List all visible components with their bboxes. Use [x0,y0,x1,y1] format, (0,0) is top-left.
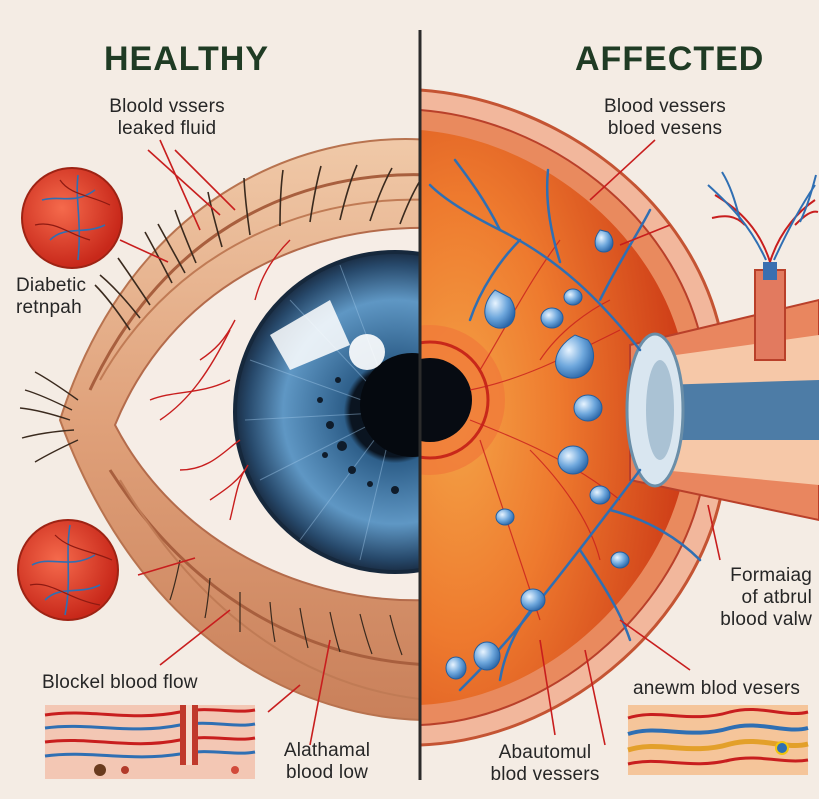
label-blocked-flow: Blockel blood flow [42,672,198,694]
tissue-section-left [45,705,255,779]
label-affected-vessels: Blood vessers bloed vesens [585,96,745,140]
heading-healthy: HEALTHY [104,40,269,79]
label-anewm: anewm blod vesers [633,678,800,700]
label-abautomul: Abautomul blod vessers [470,742,620,786]
label-healthy-vessels: Bloold vssers leaked fluid [92,96,242,140]
label-abnormal-flow: Alathamal blood low [262,740,392,784]
label-formaiag: Formaiag of atbrul blood valw [690,565,812,631]
blood-cell-icon-top [22,168,122,268]
label-diabetic: Diabetic retnpah [16,275,86,319]
heading-affected: AFFECTED [575,40,764,79]
tissue-section-right [628,705,808,775]
blood-cell-icon-bottom [18,520,118,620]
affected-eye [355,90,819,745]
